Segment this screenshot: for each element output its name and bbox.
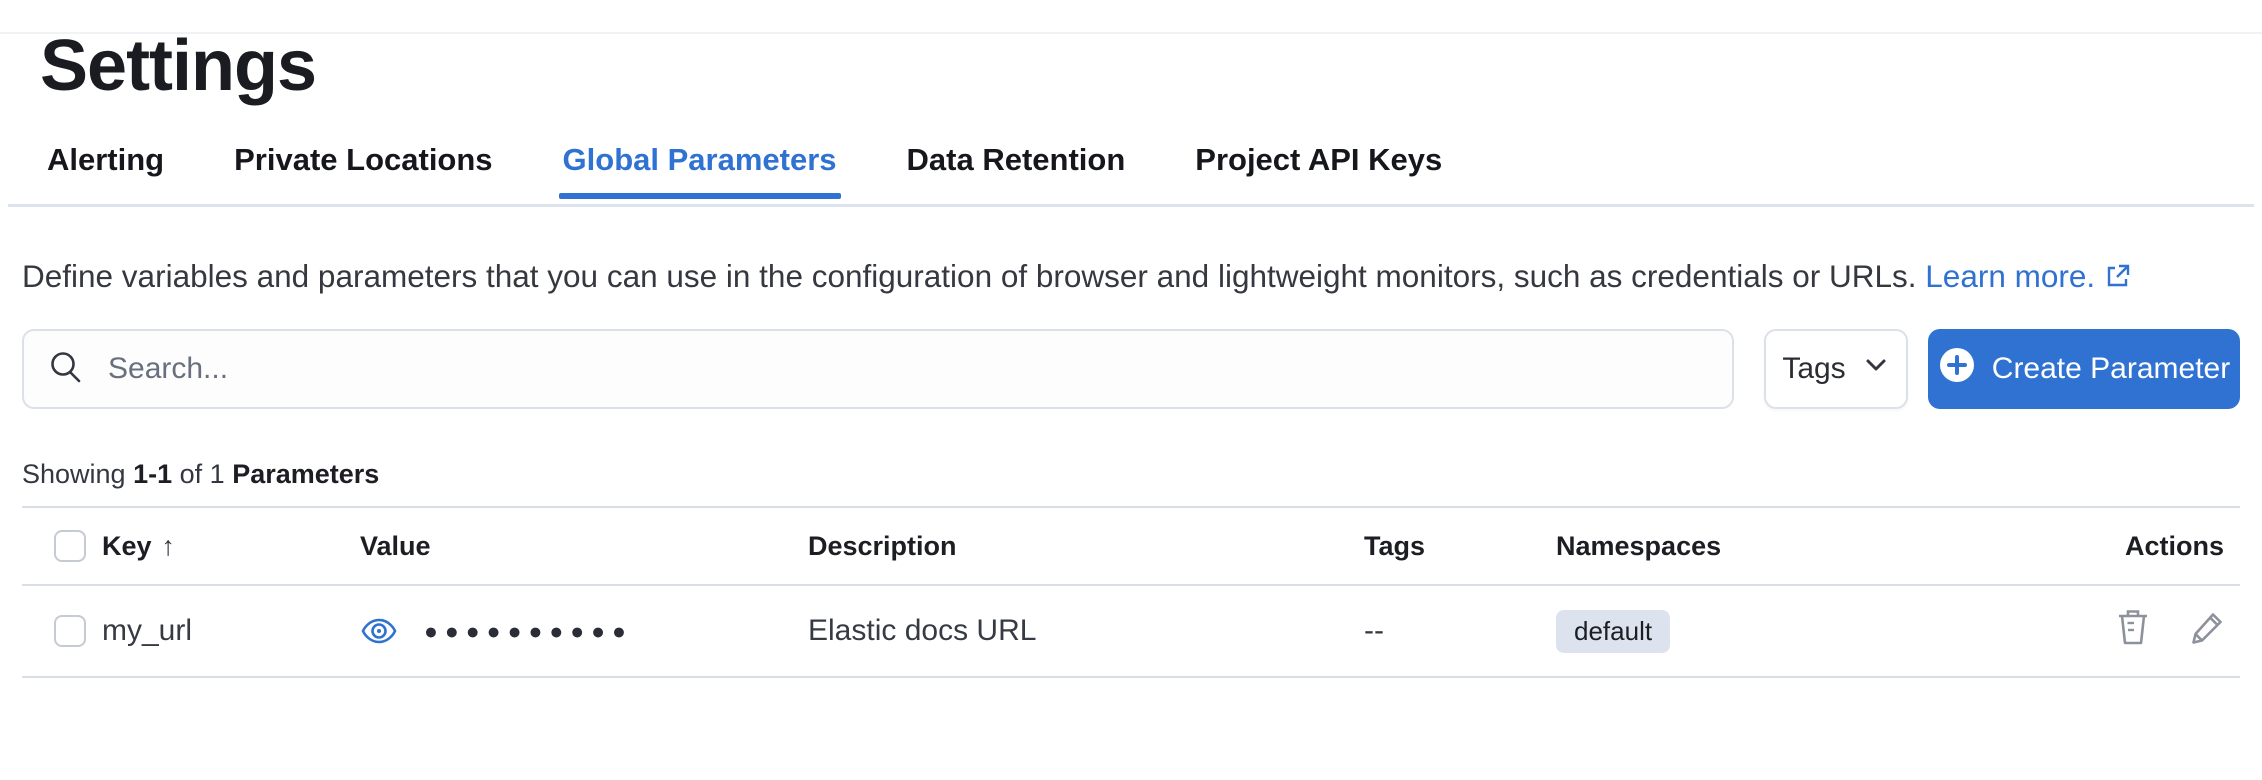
external-link-icon: [2105, 253, 2131, 303]
tab-project-api-keys[interactable]: Project API Keys: [1195, 142, 1443, 177]
tags-filter-label: Tags: [1782, 352, 1846, 385]
trash-icon[interactable]: [2116, 608, 2150, 654]
search-input[interactable]: [108, 352, 1708, 386]
column-header-tags: Tags: [1364, 530, 1426, 561]
arrow-up-icon: ↑: [161, 530, 176, 561]
learn-more-link[interactable]: Learn more.: [1925, 258, 2131, 294]
param-masked-value: ●●●●●●●●●●: [424, 617, 633, 644]
results-summary: Showing 1-1 of 1 Parameters: [22, 459, 380, 489]
tab-data-retention[interactable]: Data Retention: [906, 142, 1126, 177]
parameters-toolbar: Tags Create Parameter: [22, 329, 2240, 409]
parameters-table: Key↑ Value Description Tags Namespaces A…: [22, 506, 2240, 678]
column-header-description: Description: [808, 530, 957, 561]
top-divider: [0, 32, 2262, 34]
column-header-value: Value: [360, 530, 431, 561]
search-icon: [48, 349, 84, 390]
namespace-badge: default: [1556, 609, 1671, 653]
tab-private-locations[interactable]: Private Locations: [234, 142, 493, 177]
tab-global-parameters[interactable]: Global Parameters: [558, 140, 841, 204]
tags-filter-button[interactable]: Tags: [1764, 329, 1908, 409]
table-header-row: Key↑ Value Description Tags Namespaces A…: [22, 507, 2240, 585]
param-key: my_url: [102, 614, 193, 647]
row-checkbox[interactable]: [54, 615, 86, 647]
param-description: Elastic docs URL: [808, 614, 1037, 647]
select-all-checkbox[interactable]: [54, 530, 86, 562]
create-parameter-button[interactable]: Create Parameter: [1928, 329, 2240, 409]
page-title: Settings: [40, 26, 317, 106]
settings-tabs: Alerting Private Locations Global Parame…: [8, 140, 2254, 207]
table-row: my_url ●●●●●●●●●● Elastic docs URL -- de…: [22, 585, 2240, 677]
chevron-down-icon: [1862, 351, 1890, 387]
param-tags: --: [1364, 614, 1384, 647]
page-description: Define variables and parameters that you…: [22, 251, 2240, 303]
eye-icon[interactable]: [360, 615, 398, 647]
description-text: Define variables and parameters that you…: [22, 258, 1917, 294]
results-entity: Parameters: [232, 459, 380, 489]
pencil-icon[interactable]: [2190, 609, 2226, 653]
plus-circle-icon: [1938, 346, 1976, 392]
create-parameter-label: Create Parameter: [1991, 352, 2231, 385]
column-header-namespaces: Namespaces: [1556, 530, 1722, 561]
column-header-key[interactable]: Key↑: [102, 530, 176, 561]
search-box[interactable]: [22, 329, 1734, 409]
column-header-actions: Actions: [2124, 530, 2224, 561]
tab-alerting[interactable]: Alerting: [47, 142, 165, 177]
results-range: 1-1: [133, 459, 173, 489]
